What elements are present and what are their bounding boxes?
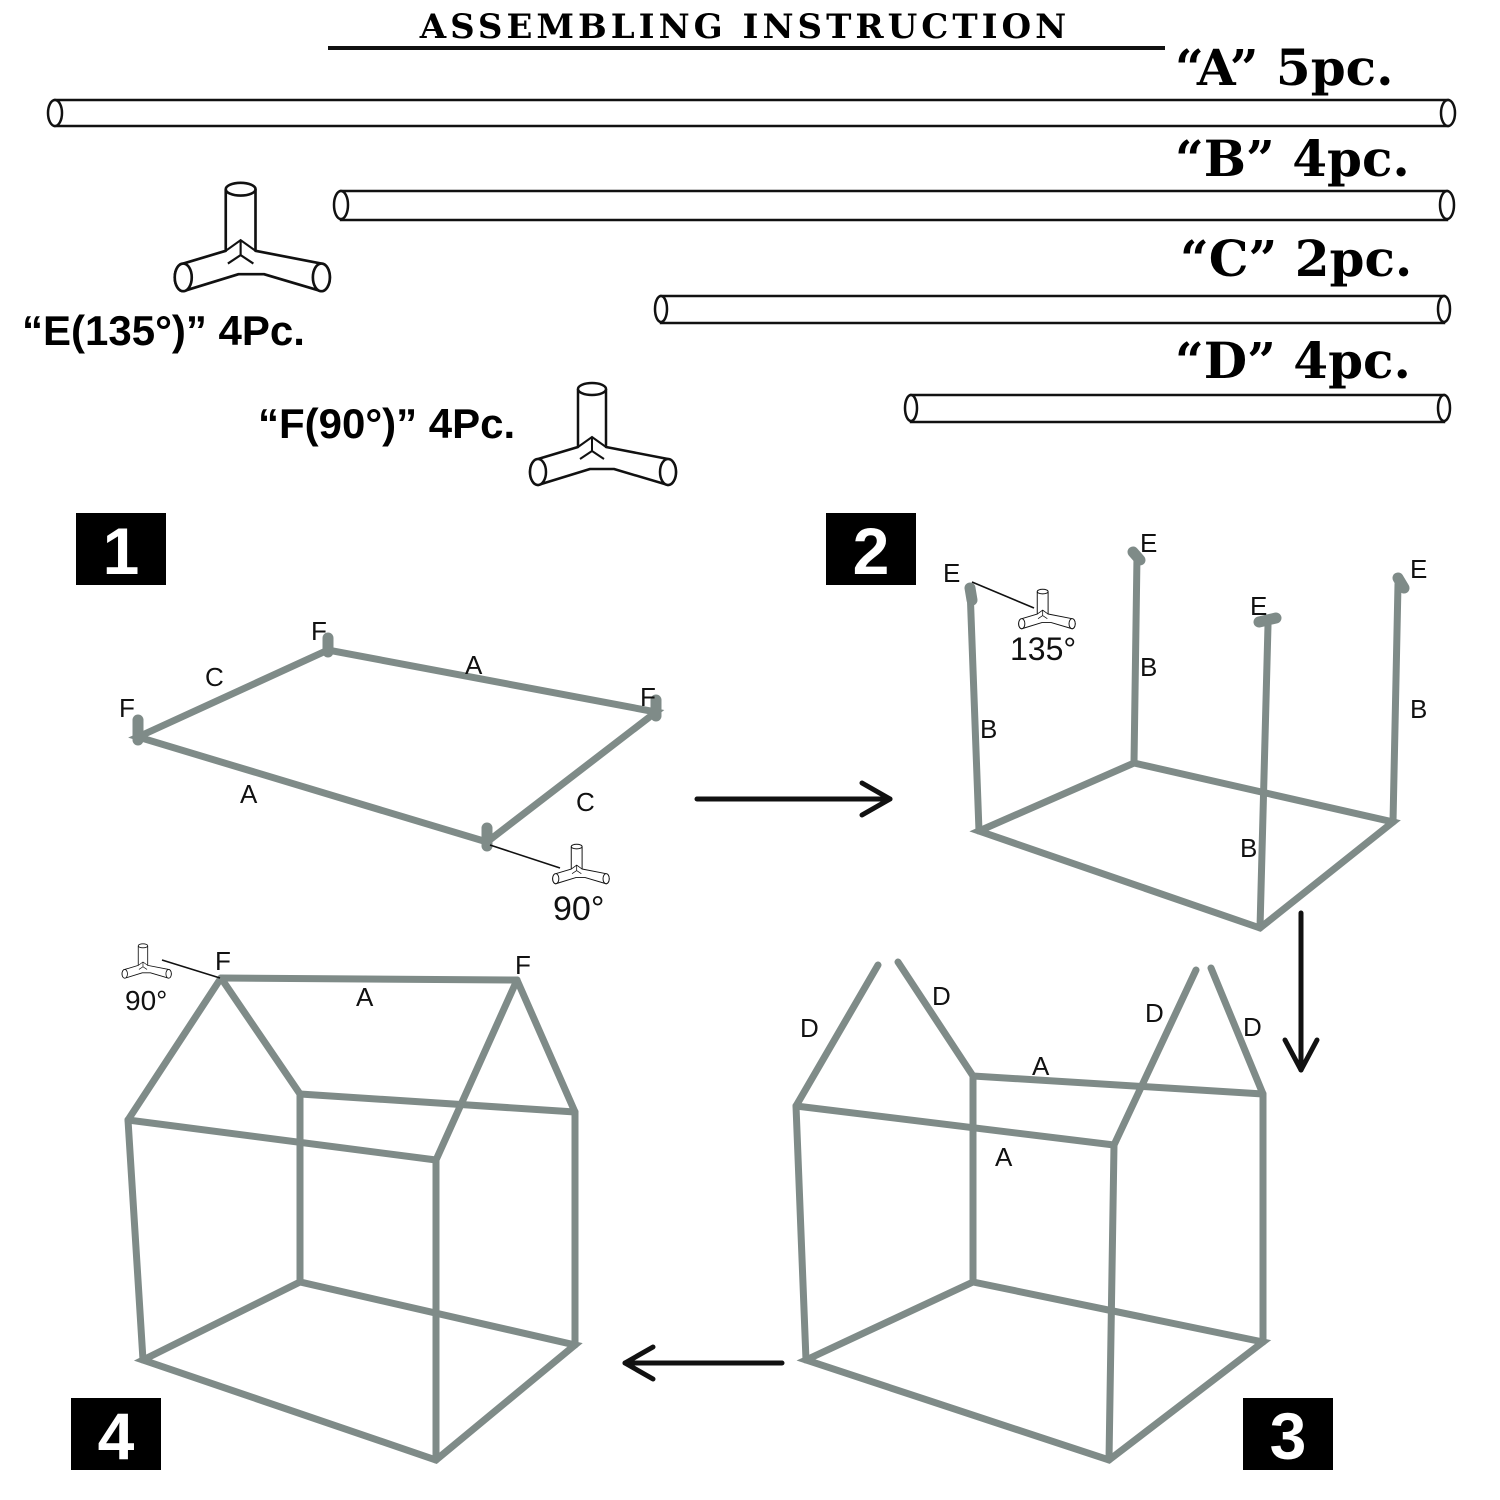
step-4-label-f: F xyxy=(515,950,531,980)
step-1-label-f: F xyxy=(311,616,327,646)
part-e-label: “E(135°)” 4Pc. xyxy=(22,307,305,354)
step-4-label-a: A xyxy=(356,982,374,1012)
step-2-angle: 135° xyxy=(1010,631,1076,667)
step-2-number: 2 xyxy=(853,514,890,588)
step-3-frame xyxy=(792,958,1272,1464)
step-1-leader-line xyxy=(489,844,561,869)
part-f-label: “F(90°)” 4Pc. xyxy=(258,400,515,447)
step-4-frame xyxy=(124,974,583,1464)
step-1-label-a: A xyxy=(240,779,258,809)
tube-b xyxy=(332,189,1456,222)
part-c-label: “C” 2pc. xyxy=(1180,229,1412,288)
step-2-label-b: B xyxy=(980,714,997,744)
step-1-label-f: F xyxy=(640,682,656,712)
step-1-label-c: C xyxy=(205,662,224,692)
arrow-step3-to-step4 xyxy=(622,1344,785,1382)
step-1-label-c: C xyxy=(576,787,595,817)
tube-a xyxy=(46,98,1457,128)
step-3-badge: 3 xyxy=(1243,1398,1333,1473)
step-3-label-d: D xyxy=(932,981,951,1011)
tube-d xyxy=(903,393,1452,424)
step-2-label-b: B xyxy=(1410,694,1427,724)
part-a-label: “A” 5pc. xyxy=(1175,38,1394,97)
step-2-label-e: E xyxy=(943,558,960,588)
step-2-label-b: B xyxy=(1140,652,1157,682)
step-2-label-e: E xyxy=(1410,554,1427,584)
tube-c xyxy=(653,294,1452,325)
arrow-step1-to-step2 xyxy=(694,780,893,818)
step-3-label-a: A xyxy=(995,1142,1013,1172)
step-2-label-e: E xyxy=(1250,591,1267,621)
step-1-badge: 1 xyxy=(76,513,166,588)
step-1-angle: 90° xyxy=(553,890,604,928)
step-2-label-e: E xyxy=(1140,528,1157,558)
part-d-label: “D” 4pc. xyxy=(1175,331,1411,390)
part-b-label: “B” 4pc. xyxy=(1175,129,1410,188)
step-3-label-d: D xyxy=(800,1013,819,1043)
page-title: ASSEMBLING INSTRUCTION xyxy=(419,7,1071,47)
step-4-number: 4 xyxy=(98,1399,135,1473)
connector-f-icon xyxy=(528,381,678,487)
step-1-number: 1 xyxy=(103,514,140,588)
step-1-label-a: A xyxy=(465,650,483,680)
step-3-label-d: D xyxy=(1145,998,1164,1028)
step-4-label-f: F xyxy=(215,946,231,976)
connector-90-icon xyxy=(552,843,610,885)
step-3-number: 3 xyxy=(1270,1399,1307,1473)
step-4-angle: 90° xyxy=(125,985,167,1016)
step-2-frame xyxy=(964,546,1410,932)
step-1-frame xyxy=(128,632,665,852)
step-4-badge: 4 xyxy=(71,1398,161,1473)
step-2-leader-line xyxy=(971,581,1035,609)
step-4-leader-line xyxy=(161,959,221,979)
step-2-label-b: B xyxy=(1240,833,1257,863)
step-2-badge: 2 xyxy=(826,513,916,588)
connector-e-icon xyxy=(173,181,332,293)
step-3-label-a: A xyxy=(1032,1051,1050,1081)
step-1-label-f: F xyxy=(119,693,135,723)
step-3-label-d: D xyxy=(1243,1012,1262,1042)
connector-135-icon xyxy=(1018,588,1076,630)
arrow-step2-to-step3 xyxy=(1282,910,1320,1073)
